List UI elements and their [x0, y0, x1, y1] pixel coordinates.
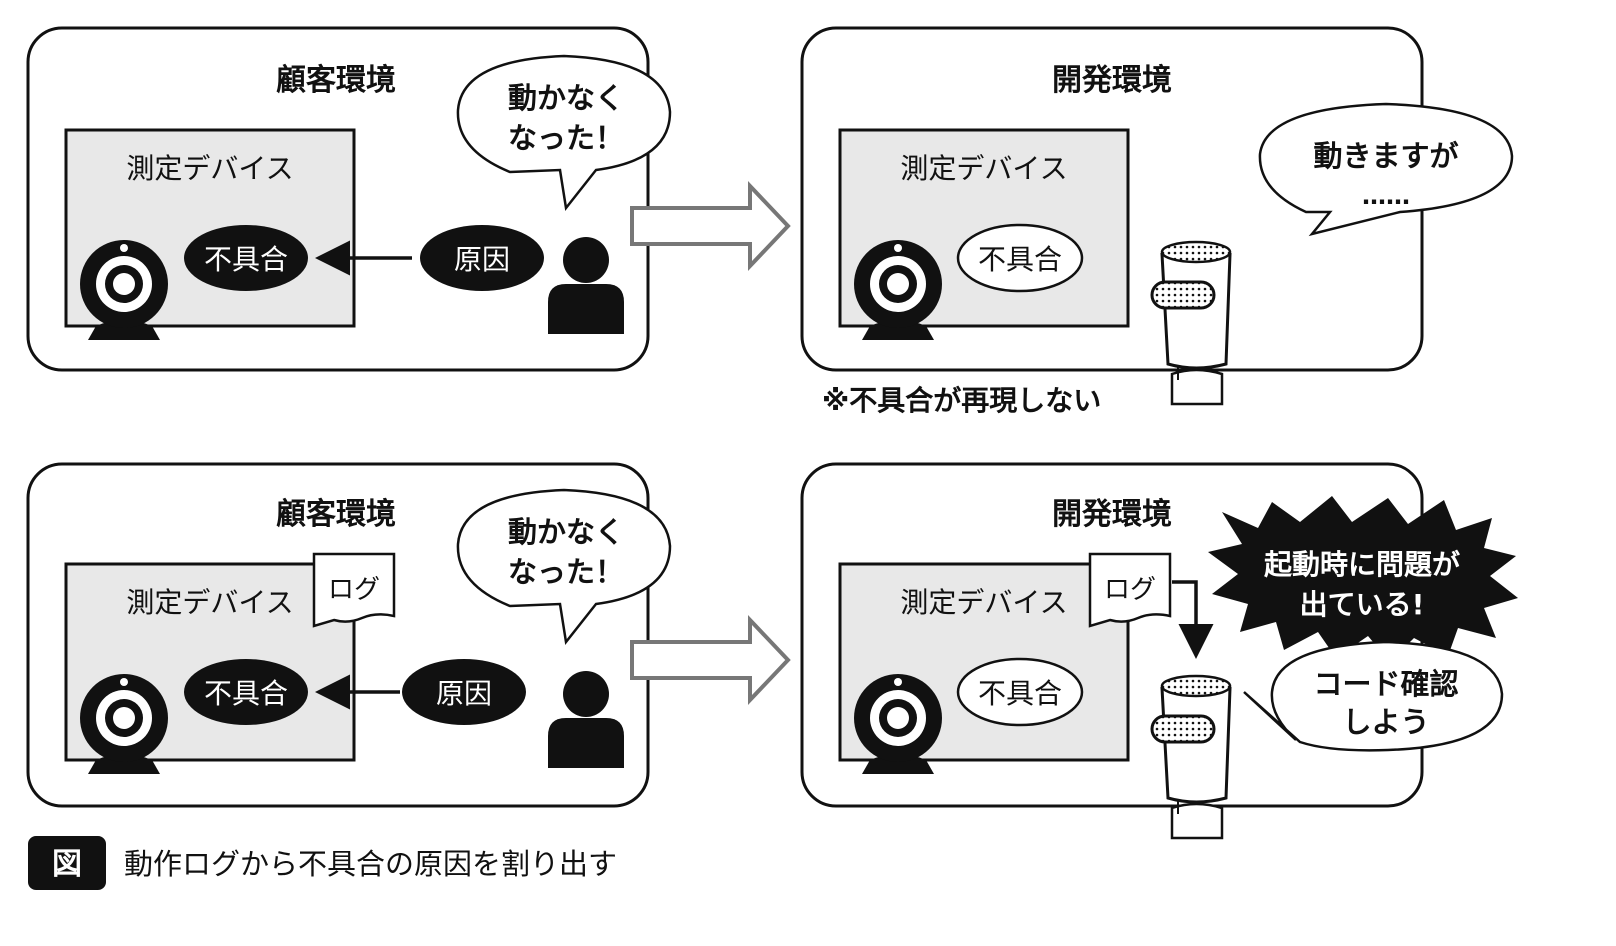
speech-line-1: コード確認: [1313, 667, 1458, 701]
device-label: 測定デバイス: [900, 152, 1067, 185]
burst-line-1: 起動時に問題が: [1264, 548, 1460, 581]
customer-speech-bubble: [456, 488, 672, 646]
no-repro-note: ※不具合が再現しない: [822, 384, 1101, 417]
top-customer-env: 顧客環境 測定デバイス 不具合 原因 動かなく なった！: [26, 26, 672, 372]
speech-line-2: なった！: [508, 121, 624, 155]
defect-label: 不具合: [204, 677, 288, 710]
defect-oval: [184, 225, 308, 291]
cause-label: 原因: [436, 677, 492, 710]
dev-speech-bubble: [1258, 102, 1514, 237]
device-label: 測定デバイス: [126, 586, 293, 619]
defect-oval: [956, 657, 1084, 727]
caption-text: 動作ログから不具合の原因を割り出す: [124, 847, 617, 881]
customer-speech-bubble: [456, 54, 672, 212]
top-dev-env: 開発環境 測定デバイス 不具合 動きますが ……: [800, 26, 1514, 406]
log-label: ログ: [1104, 575, 1156, 605]
device-label: 測定デバイス: [900, 586, 1067, 619]
hollow-arrow-icon: [630, 184, 790, 268]
cause-label: 原因: [454, 243, 510, 276]
dev-env-title: 開発環境: [1052, 63, 1172, 98]
bottom-customer-env: 顧客環境 測定デバイス ログ 不具合 原因 動かなく なった！: [26, 462, 672, 808]
customer-env-title: 顧客環境: [276, 497, 396, 532]
hollow-arrow-icon: [630, 618, 790, 702]
speech-line-1: 動かなく: [508, 515, 624, 549]
bottom-row: 顧客環境 測定デバイス ログ 不具合 原因 動かなく なった！ 開発環境 測定デ…: [26, 462, 1518, 840]
defect-label: 不具合: [978, 677, 1062, 710]
burst-line-2: 出ている!: [1300, 588, 1425, 621]
speech-line-2: なった！: [508, 555, 624, 589]
log-label: ログ: [328, 575, 380, 605]
figure-caption: 図 動作ログから不具合の原因を割り出す: [28, 836, 617, 890]
caption-badge-label: 図: [52, 847, 82, 882]
caption-badge: [28, 836, 106, 890]
defect-oval: [184, 659, 308, 725]
speech-line-2: しよう: [1342, 705, 1429, 739]
dev-env-title: 開発環境: [1052, 497, 1172, 532]
customer-env-title: 顧客環境: [276, 63, 396, 98]
defect-label: 不具合: [204, 243, 288, 276]
log-to-engineer-arrow: [1172, 580, 1214, 659]
speech-line-1: 動かなく: [508, 81, 624, 115]
defect-label: 不具合: [978, 243, 1062, 276]
speech-line-1: 動きますが: [1313, 139, 1458, 173]
device-label: 測定デバイス: [126, 152, 293, 185]
cause-oval: [420, 225, 544, 291]
top-row: 顧客環境 測定デバイス 不具合 原因 動かなく なった！ 開発環境 測定デバイス: [26, 26, 1514, 417]
bottom-dev-env: 開発環境 測定デバイス ログ 不具合 起動時に問題が 出ている! コード確認 し…: [800, 462, 1518, 840]
defect-oval: [956, 223, 1084, 293]
cause-oval: [402, 659, 526, 725]
alert-burst: [1208, 496, 1518, 662]
dev-speech-bubble: [1243, 640, 1504, 752]
speech-line-2: ……: [1362, 182, 1410, 210]
